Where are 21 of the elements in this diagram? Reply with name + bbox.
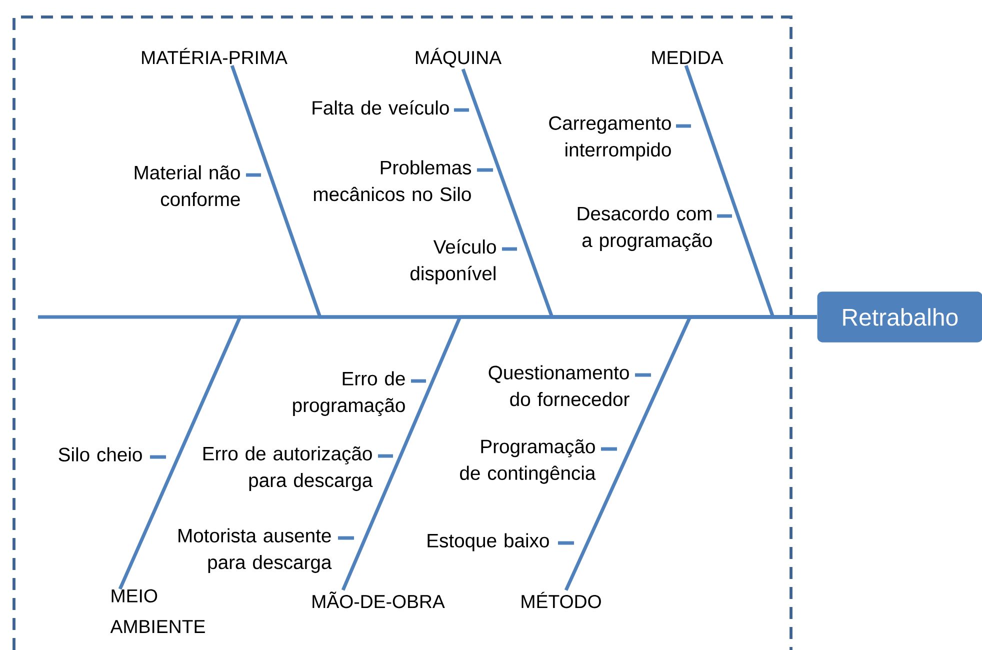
effect-box: Retrabalho <box>817 292 982 342</box>
category-label: MATÉRIA-PRIMA <box>142 48 288 64</box>
cause-label: Silo cheio <box>58 447 142 462</box>
cause-label: Material não conforme <box>134 165 240 206</box>
cause-label: Erro de autorização para descarga <box>203 446 373 491</box>
cause-label: Falta de veículo <box>312 100 449 115</box>
cause-label: Programação de contingência <box>460 439 596 484</box>
cause-label: Motorista ausente para descarga <box>178 528 332 573</box>
cause-label: Desacordo com a programação <box>578 206 712 252</box>
cause-label: Questionamento do fornecedor <box>488 365 630 406</box>
cause-label: Estoque baixo <box>428 533 549 552</box>
category-label: MEDIDA <box>652 51 724 64</box>
category-label: MÃO-DE-OBRA <box>312 592 445 608</box>
cause-label: Erro de programação <box>293 371 405 416</box>
fishbone-branch <box>564 315 817 591</box>
cause-label: Problemas mecânicos no Silo <box>314 160 472 202</box>
cause-label: Carregamento interrompido <box>549 116 671 160</box>
category-label: MÉTODO <box>522 592 601 608</box>
category-label: MÁQUINA <box>416 48 502 68</box>
cause-label: Veículo disponível <box>410 239 496 284</box>
category-label: MEIO AMBIENTE <box>110 589 205 633</box>
